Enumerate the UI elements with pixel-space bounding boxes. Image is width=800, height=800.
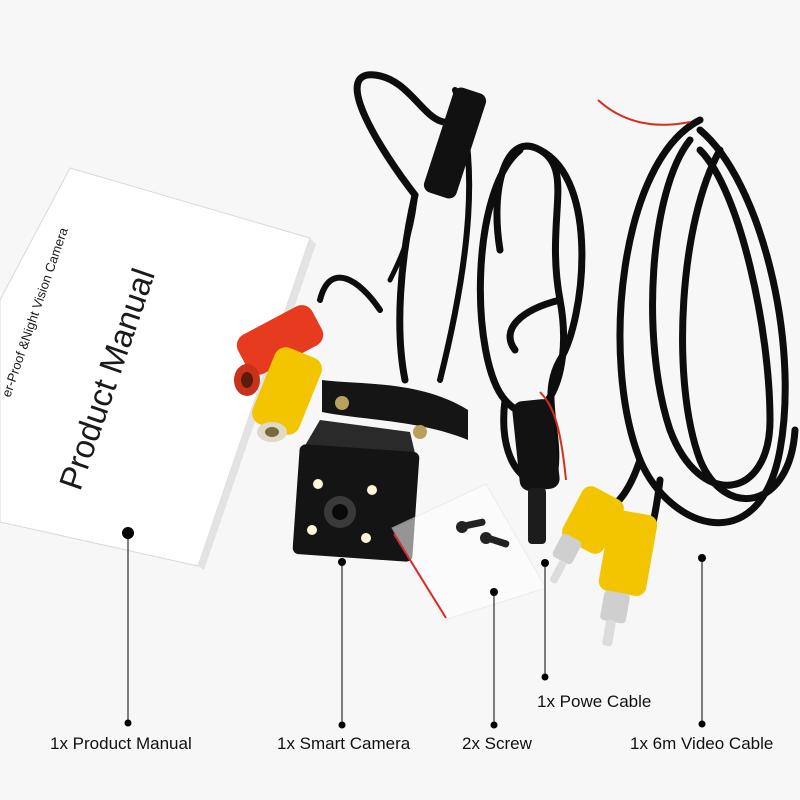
- cable-connector: [423, 87, 487, 199]
- power-cable-tip: [528, 488, 546, 544]
- camera-body: [292, 420, 420, 562]
- yellow-rca-plug-2: [598, 510, 658, 647]
- label-screw: 2x Screw: [462, 734, 532, 753]
- callout-screw: [490, 588, 498, 729]
- label-power-cable: 1x Powe Cable: [537, 692, 652, 711]
- screws: [456, 518, 510, 548]
- label-product-manual: 1x Product Manual: [50, 734, 192, 753]
- yellow-rca-socket: [252, 347, 322, 442]
- label-video-cable: 1x 6m Video Cable: [630, 734, 774, 753]
- callout-power-cable: [541, 559, 549, 681]
- video-cable-coil: [606, 116, 799, 564]
- mounting-bracket: [322, 380, 468, 440]
- callout-camera: [338, 558, 346, 729]
- video-red-wire: [597, 99, 691, 126]
- screw-bag: [391, 483, 547, 621]
- camera-cable: [317, 71, 474, 384]
- power-cable-plug: [512, 399, 560, 491]
- red-rca-socket: [234, 305, 324, 396]
- label-smart-camera: 1x Smart Camera: [277, 734, 411, 753]
- callout-manual: [122, 527, 134, 727]
- power-red-wire: [539, 391, 567, 481]
- callout-video-cable: [698, 554, 706, 728]
